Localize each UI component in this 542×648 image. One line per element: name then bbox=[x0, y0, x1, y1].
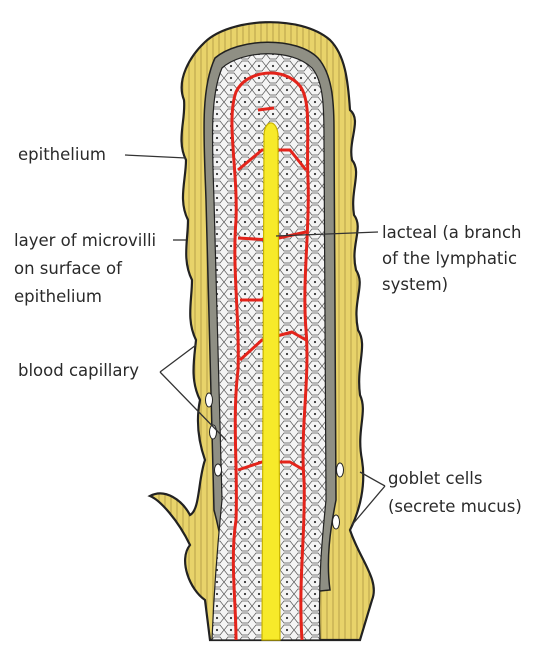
label-epithelium: epithelium bbox=[18, 145, 106, 164]
lacteal bbox=[262, 123, 280, 640]
label-blood-capillary: blood capillary bbox=[18, 361, 139, 380]
label-lacteal-line-1: lacteal (a branch bbox=[382, 223, 521, 242]
label-lacteal: lacteal (a branch of the lymphatic syste… bbox=[382, 223, 527, 294]
label-lacteal-line-3: system) bbox=[382, 275, 448, 294]
label-microvilli-line-1: layer of microvilli bbox=[14, 231, 156, 250]
label-microvilli-line-2: on surface of bbox=[14, 259, 123, 278]
label-goblet-line-1: goblet cells bbox=[388, 469, 482, 488]
leader-epithelium bbox=[125, 155, 186, 158]
label-microvilli: layer of microvilli on surface of epithe… bbox=[14, 231, 161, 306]
label-lacteal-line-2: of the lymphatic bbox=[382, 249, 517, 268]
label-goblet-line-2: (secrete mucus) bbox=[388, 497, 522, 516]
label-microvilli-line-3: epithelium bbox=[14, 287, 102, 306]
label-goblet-cells: goblet cells (secrete mucus) bbox=[388, 469, 522, 516]
